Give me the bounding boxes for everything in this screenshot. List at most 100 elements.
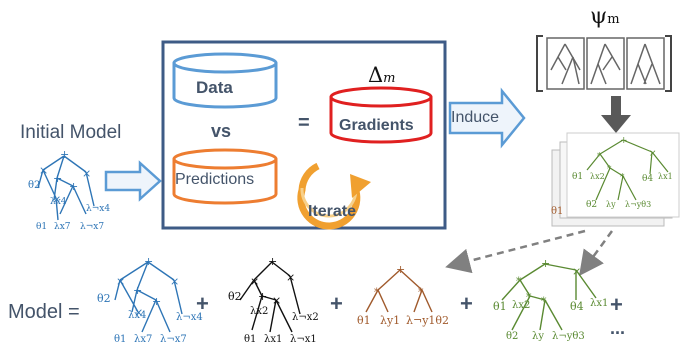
tree-node-times: × bbox=[250, 275, 259, 288]
tree-node-star: * bbox=[597, 152, 602, 162]
tree-leaf: λ¬x2 bbox=[292, 312, 319, 323]
tree-leaf: λ¬x7 bbox=[80, 222, 105, 232]
tree-leaf: θ4 bbox=[642, 174, 654, 184]
tree-leaf: λ¬y1θ2 bbox=[406, 314, 450, 327]
tree-leaf: λ¬x4 bbox=[176, 312, 203, 323]
model-tree-blue bbox=[114, 261, 183, 333]
equals-sign: = bbox=[298, 112, 310, 134]
tree-leaf: λx7 bbox=[54, 222, 71, 232]
dashed-arrow-left bbox=[445, 229, 586, 274]
tree-node-star: * bbox=[620, 173, 625, 183]
tree-node-plus: + bbox=[541, 257, 550, 270]
tree-node-times: × bbox=[272, 294, 281, 307]
tree-leaf: λx1 bbox=[590, 298, 609, 309]
delta-symbol: Δ bbox=[368, 63, 384, 87]
tree-node-plus: + bbox=[144, 255, 153, 268]
tree-node-times: × bbox=[286, 271, 295, 284]
tree-leaf: θ1 bbox=[36, 222, 48, 232]
tree-node-times: × bbox=[572, 265, 581, 278]
plus-sign: + bbox=[196, 291, 209, 316]
tree-leaf: λ¬x4 bbox=[86, 204, 111, 214]
tree-node-plus: + bbox=[69, 180, 78, 193]
tree-card-stack bbox=[551, 132, 680, 227]
tree-node-plus: + bbox=[152, 295, 161, 308]
tree-leaf: θ4 bbox=[570, 300, 584, 313]
tree-node-plus: + bbox=[396, 263, 405, 276]
tree-leaf: λx4 bbox=[128, 310, 147, 321]
tree-node-times: × bbox=[170, 275, 179, 288]
tree-node-plus: + bbox=[60, 148, 69, 161]
iterate-label: Iterate bbox=[308, 203, 357, 220]
tree-node-star: * bbox=[418, 286, 424, 299]
tree-leaf: λ¬x1 bbox=[290, 334, 317, 345]
tree-leaf: λ¬yθ3 bbox=[552, 331, 585, 342]
tree-node-times: × bbox=[52, 193, 61, 206]
tree-leaf: θ2 bbox=[506, 331, 519, 342]
tree-leaf: λx1 bbox=[658, 172, 673, 181]
tree-leaf: θ2 bbox=[228, 290, 242, 303]
tree-node-plus: + bbox=[258, 290, 267, 303]
psi-label: ψm bbox=[590, 4, 620, 29]
data-cylinder bbox=[172, 52, 278, 109]
tree-leaf: λx2 bbox=[250, 306, 269, 317]
tree-leaf: λy bbox=[606, 200, 616, 209]
plus-sign: + bbox=[330, 291, 343, 316]
tree-node-times: × bbox=[649, 149, 657, 159]
tree-leaf: θ1 bbox=[244, 334, 257, 345]
tree-leaf: λx4 bbox=[50, 197, 67, 207]
gradients-label: Gradients bbox=[339, 117, 414, 134]
predictions-label: Predictions bbox=[175, 171, 255, 188]
process-box bbox=[161, 40, 447, 230]
model-equals-label: Model = bbox=[8, 301, 80, 323]
model-tree-brown bbox=[365, 269, 433, 313]
iterate-cycle-arrow bbox=[297, 162, 371, 230]
tree-node-times: × bbox=[116, 275, 125, 288]
delta-subscript: m bbox=[383, 71, 396, 86]
data-label: Data bbox=[196, 78, 233, 97]
tree-node-star: * bbox=[607, 165, 612, 175]
tree-leaf: λx2 bbox=[590, 172, 605, 181]
tree-leaf: λx7 bbox=[134, 334, 153, 345]
dashed-arrow-down bbox=[579, 230, 614, 277]
psi-symbol: ψ bbox=[590, 4, 608, 29]
model-tree-black bbox=[239, 261, 301, 333]
tree-leaf: λy bbox=[532, 331, 544, 342]
tree-leaf: λx2 bbox=[512, 300, 531, 311]
tree-node-star: * bbox=[516, 275, 522, 288]
tree-node-plus: + bbox=[133, 284, 142, 297]
tree-leaf: θ1 bbox=[572, 172, 584, 182]
gradients-cylinder bbox=[329, 86, 433, 144]
vs-label: vs bbox=[211, 121, 232, 141]
psi-tree-set bbox=[536, 35, 672, 92]
psi-subscript: m bbox=[607, 12, 620, 27]
tree-leaf: θ2 bbox=[97, 292, 111, 305]
tree-leaf: θ2 bbox=[586, 200, 598, 210]
tree-leaf: λ¬x7 bbox=[160, 334, 187, 345]
tree-leaf: λ¬yθ3 bbox=[625, 200, 652, 209]
tree-node-times: × bbox=[134, 306, 143, 319]
induce-label: Induce bbox=[451, 109, 500, 126]
down-arrow bbox=[601, 96, 631, 133]
tree-node-times: × bbox=[82, 167, 91, 180]
tree-leaf: λx1 bbox=[264, 334, 283, 345]
tree-node-plus: + bbox=[620, 136, 628, 146]
tree-leaf: θ2 bbox=[28, 180, 41, 191]
tree-node-plus: + bbox=[53, 172, 62, 185]
tree-node-star: * bbox=[541, 295, 547, 308]
plus-sign: + bbox=[460, 291, 473, 316]
tree-leaf: λy1 bbox=[380, 314, 401, 327]
card-tree-green bbox=[586, 139, 669, 201]
ellipsis: ... bbox=[610, 318, 626, 338]
tree-leaf: θ1 bbox=[357, 314, 371, 327]
tree-node-times: × bbox=[39, 164, 48, 177]
initial-model-tree bbox=[37, 155, 95, 221]
initial-to-box-arrow bbox=[104, 160, 162, 202]
model-tree-green bbox=[501, 263, 597, 331]
predictions-cylinder bbox=[172, 148, 278, 205]
tree-node-star: * bbox=[374, 286, 380, 299]
initial-model-label: Initial Model bbox=[20, 122, 122, 143]
tree-leaf: θ1 bbox=[114, 334, 127, 345]
induce-arrow bbox=[448, 87, 526, 149]
